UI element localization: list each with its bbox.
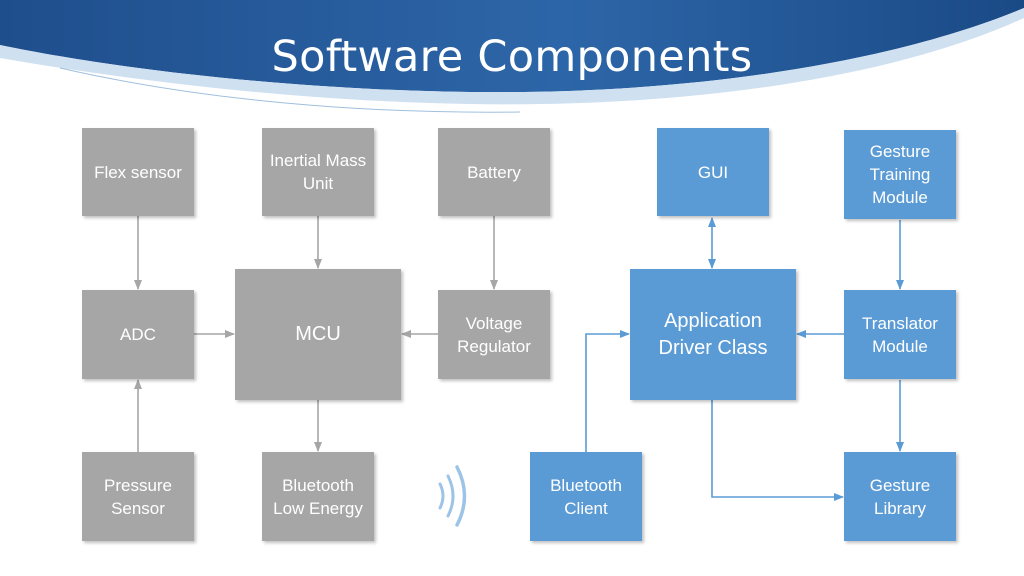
bluetooth-low-energy-box: Bluetooth Low Energy: [262, 452, 374, 541]
slide-title: Software Components: [271, 32, 753, 82]
battery-box: Battery: [438, 128, 550, 216]
pressure-sensor-box: Pressure Sensor: [82, 452, 194, 541]
bluetooth-client-box: Bluetooth Client: [530, 452, 642, 541]
flex-sensor-box: Flex sensor: [82, 128, 194, 216]
gesture-training-module-box: Gesture Training Module: [844, 130, 956, 219]
voltage-regulator-box: Voltage Regulator: [438, 290, 550, 379]
translator-module-box: Translator Module: [844, 290, 956, 379]
gui-box: GUI: [657, 128, 769, 216]
gesture-library-box: Gesture Library: [844, 452, 956, 541]
mcu-box: MCU: [235, 269, 401, 400]
arrow-client-to-app: [585, 330, 630, 452]
adc-box: ADC: [82, 290, 194, 379]
application-driver-class-box: Application Driver Class: [630, 269, 796, 400]
header-banner: [0, 0, 1024, 113]
arrow-app-to-library: [711, 400, 844, 501]
inertial-mass-unit-box: Inertial Mass Unit: [262, 128, 374, 216]
wireless-signal-icon: [438, 465, 467, 527]
